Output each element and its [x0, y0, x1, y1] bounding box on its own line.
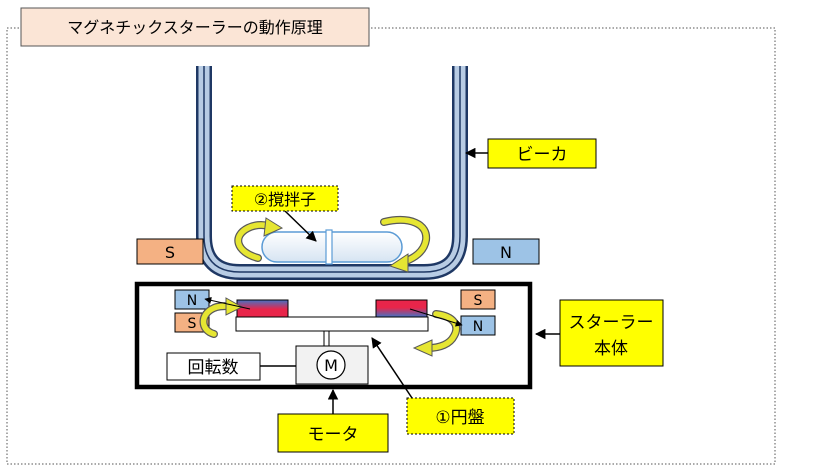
- beaker-callout: ビーカ: [487, 138, 597, 169]
- disk-label: ①円盤: [435, 408, 484, 428]
- force-arrow-right: [409, 308, 463, 327]
- disk-magnet-right: [375, 299, 428, 318]
- motor-callout: モータ: [277, 413, 389, 453]
- disk-callout: ①円盤: [406, 397, 515, 435]
- beaker-label: ビーカ: [517, 145, 568, 165]
- bar-pole-left-label: S: [165, 243, 175, 262]
- stirrer-label-line1: スターラー: [569, 313, 654, 333]
- stir-bar-label: ②撹拌子: [254, 190, 316, 209]
- title-box: マグネチックスターラーの動作原理: [20, 7, 370, 47]
- motor-label: モータ: [308, 425, 359, 445]
- bar-pole-right: N: [472, 238, 540, 265]
- beaker: [196, 66, 468, 280]
- force-arrow-left: [204, 296, 251, 310]
- stir-bar-callout: ②撹拌子: [231, 185, 339, 212]
- disk-rotation-arrows: [199, 297, 461, 357]
- disk-pointer: [371, 337, 413, 399]
- disk-pole-left-bottom-label: S: [188, 316, 197, 332]
- bar-pole-right-label: N: [500, 243, 512, 262]
- stirrer-label-line2: 本体: [594, 339, 628, 359]
- page-title: マグネチックスターラーの動作原理: [67, 18, 323, 37]
- stir-bar-pointer: [284, 210, 317, 242]
- disk-pole-right-top: S: [460, 289, 496, 310]
- shaft: [323, 330, 330, 347]
- disk-pole-left-top-label: N: [187, 293, 197, 309]
- disk-pole-right-bottom: N: [460, 315, 496, 336]
- disk-pole-right-top-label: S: [474, 293, 483, 309]
- stirrer-callout: スターラー 本体: [559, 299, 664, 367]
- bar-pole-left: S: [136, 238, 204, 265]
- disk-pole-left-top: N: [174, 289, 210, 310]
- stir-bar: [261, 229, 403, 265]
- motor: M: [295, 345, 369, 385]
- rpm-label: 回転数: [188, 358, 239, 378]
- disk-magnet-left: [236, 299, 289, 318]
- motor-symbol-label: M: [324, 356, 338, 375]
- disk: [235, 316, 429, 332]
- motor-symbol: [316, 350, 346, 380]
- disk-pole-right-bottom-label: N: [473, 319, 483, 335]
- rpm-control: 回転数: [166, 352, 261, 381]
- stir-bar-rotation-arrows: [234, 216, 431, 273]
